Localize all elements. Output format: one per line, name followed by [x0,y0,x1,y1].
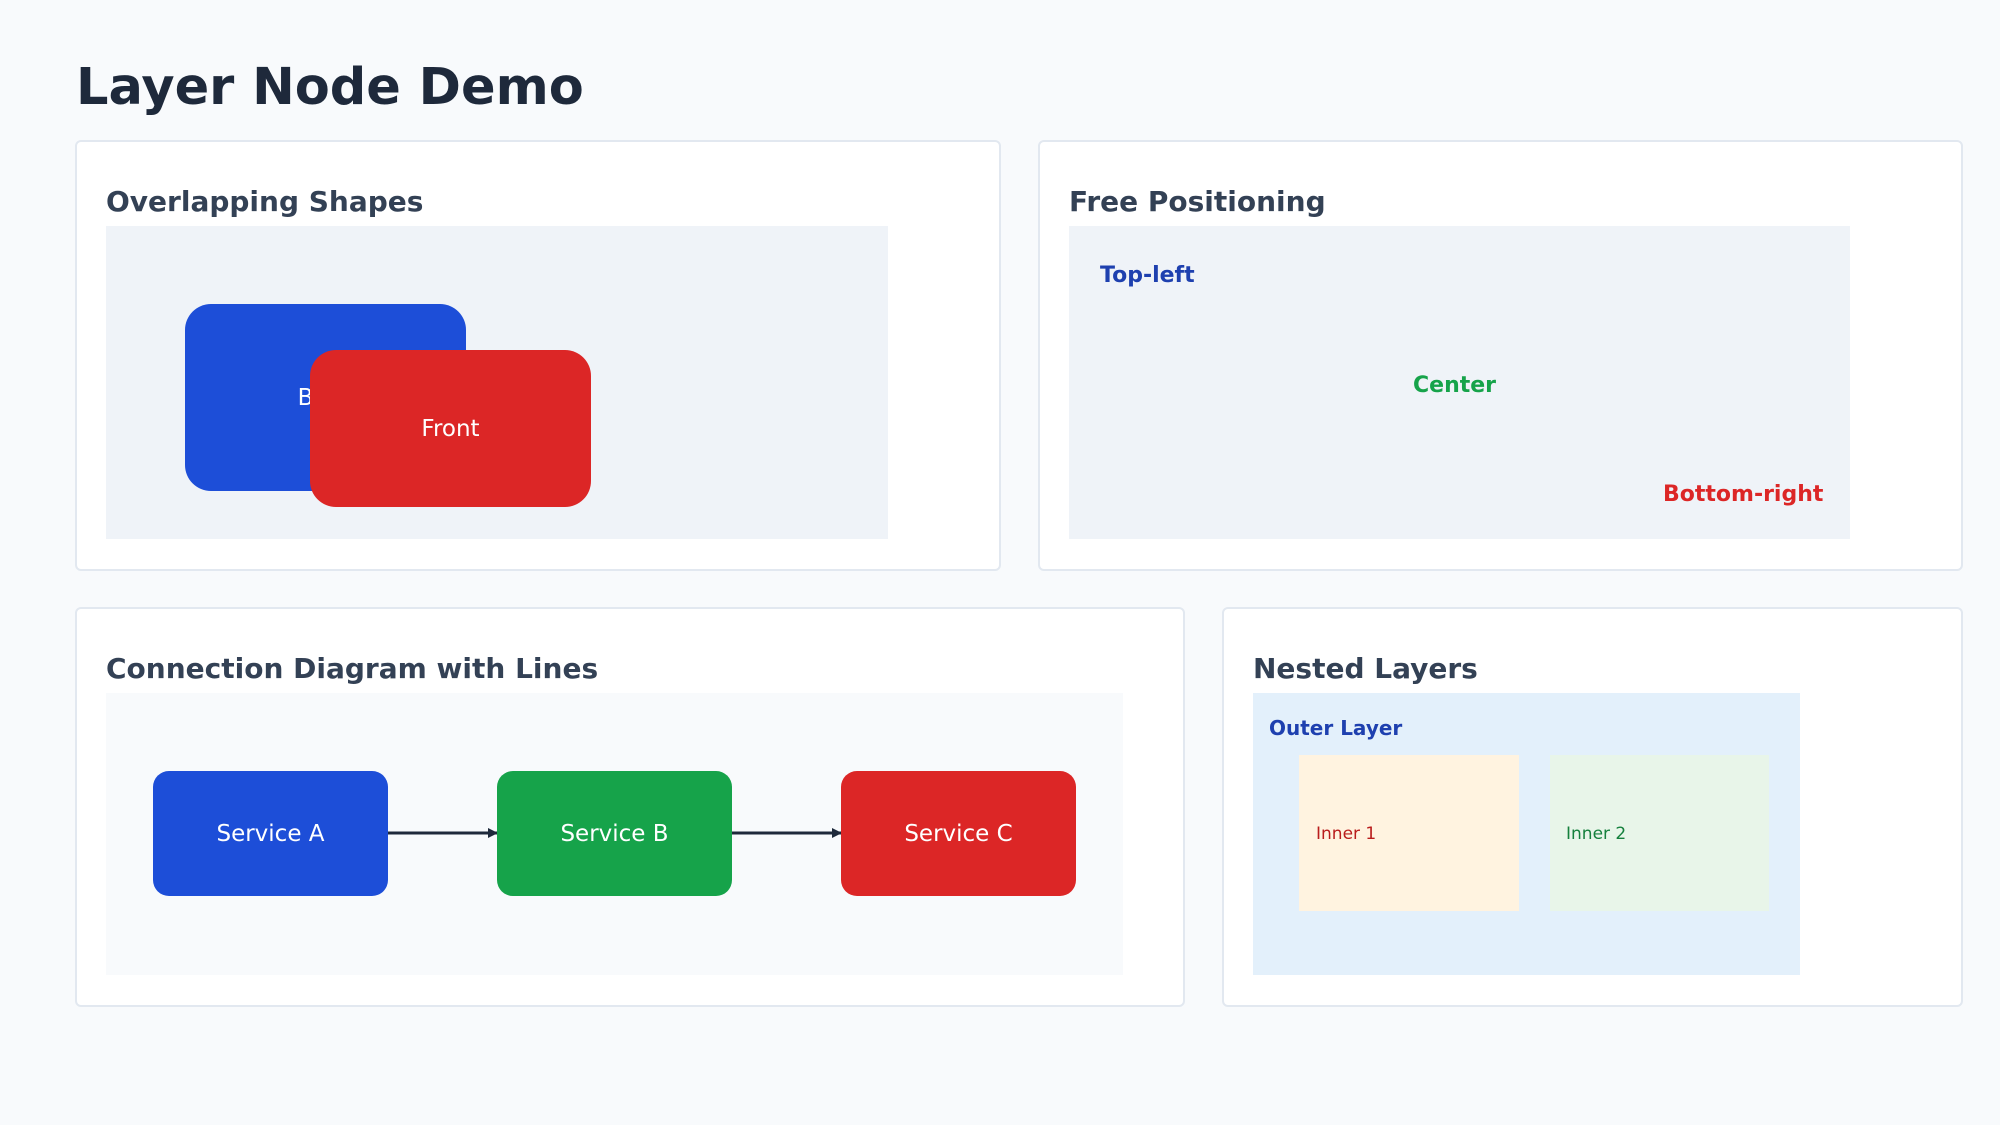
front-shape: Front [310,350,591,507]
free-canvas: Top-left Center Bottom-right [1069,226,1850,539]
node-label: Service A [216,821,324,847]
card-title: Overlapping Shapes [106,184,423,220]
card-title: Free Positioning [1069,184,1326,220]
top-left-label: Top-left [1100,263,1195,288]
connection-diagram-card: Connection Diagram with Lines Service A … [75,607,1185,1007]
free-positioning-card: Free Positioning Top-left Center Bottom-… [1038,140,1963,571]
card-title: Nested Layers [1253,651,1478,687]
inner-layer-label: Inner 1 [1316,824,1376,844]
service-a-node: Service A [153,771,388,896]
node-label: Service C [904,821,1012,847]
inner-layer-label: Inner 2 [1566,824,1626,844]
service-c-node: Service C [841,771,1076,896]
connection-canvas: Service A Service B Service C [106,693,1123,975]
overlapping-shapes-card: Overlapping Shapes Back Front [75,140,1001,571]
nested-layers-card: Nested Layers Outer Layer Inner 1 Inner … [1222,607,1963,1007]
outer-layer: Outer Layer Inner 1 Inner 2 [1253,693,1800,975]
inner-layer-2: Inner 2 [1550,755,1769,911]
card-title: Connection Diagram with Lines [106,651,598,687]
overlap-canvas: Back Front [106,226,888,539]
outer-layer-label: Outer Layer [1269,716,1402,740]
service-b-node: Service B [497,771,732,896]
inner-layer-1: Inner 1 [1299,755,1519,911]
node-label: Service B [560,821,668,847]
center-label: Center [1413,373,1496,398]
bottom-right-label: Bottom-right [1663,482,1823,507]
page-title: Layer Node Demo [76,56,584,120]
front-shape-label: Front [421,416,479,442]
